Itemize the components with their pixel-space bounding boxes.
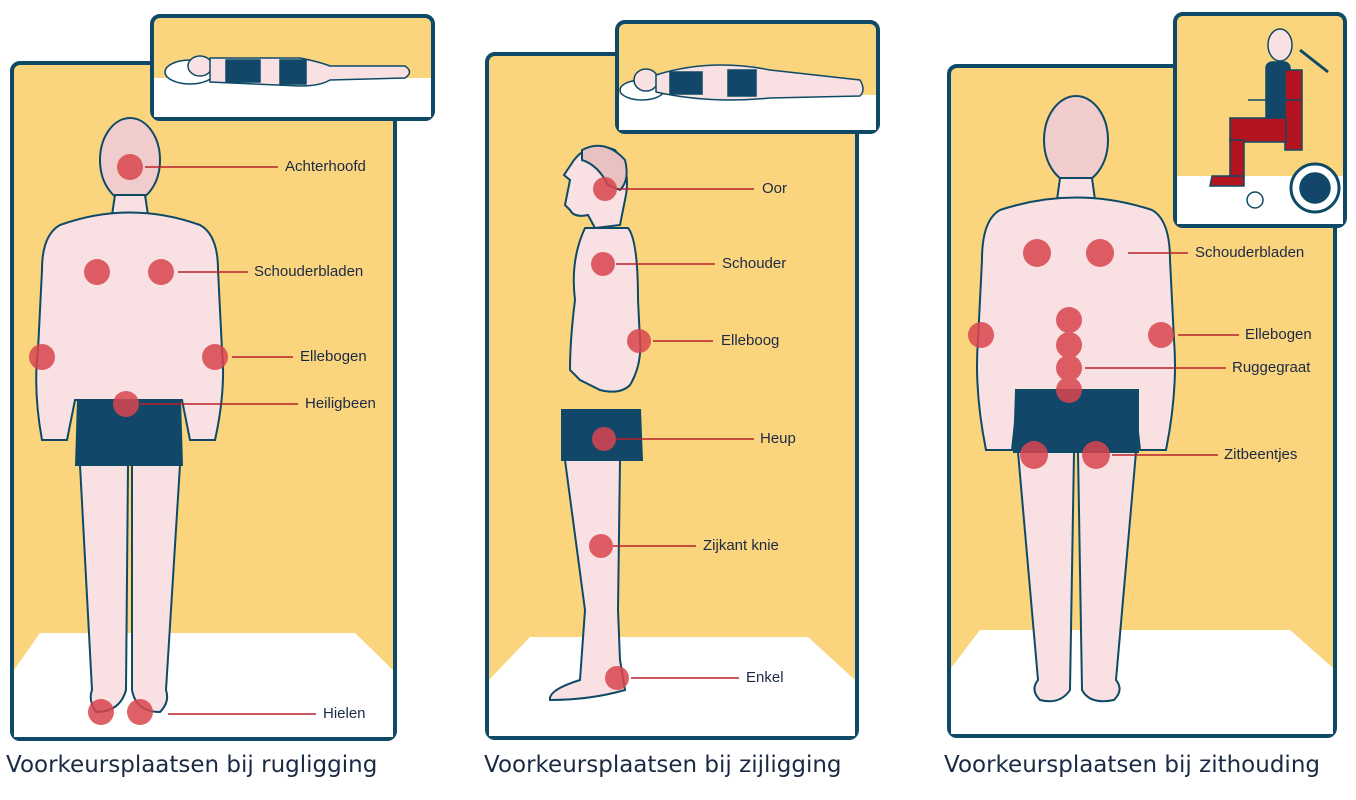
pressure-dot-schouder bbox=[591, 252, 615, 276]
caption-supine: Voorkeursplaatsen bij rugligging bbox=[6, 752, 377, 778]
label-schouder: Schouder bbox=[722, 255, 786, 273]
pressure-dot-elleboog bbox=[627, 329, 651, 353]
label-hielen: Hielen bbox=[323, 705, 366, 723]
pressure-dot-ruggegraat-1 bbox=[1056, 307, 1082, 333]
bed-surface bbox=[489, 637, 855, 736]
panel-seated: Schouderbladen Ellebogen Ruggegraat Zitb… bbox=[930, 0, 1356, 750]
pressure-dot-zijkant-knie bbox=[589, 534, 613, 558]
pressure-dot-zitbeen-left bbox=[1020, 441, 1048, 469]
pressure-dot-schouderblad-left bbox=[1023, 239, 1051, 267]
caption-seated: Voorkeursplaatsen bij zithouding bbox=[944, 752, 1320, 778]
supine-illustration bbox=[0, 0, 440, 750]
label-heiligbeen: Heiligbeen bbox=[305, 395, 376, 413]
label-elleboog: Elleboog bbox=[721, 332, 779, 350]
label-schouderbladen: Schouderbladen bbox=[1195, 244, 1304, 262]
side-illustration bbox=[470, 0, 890, 750]
pressure-dot-heiligbeen bbox=[113, 391, 139, 417]
frame-background bbox=[487, 54, 857, 738]
pressure-dot-elleboog-left bbox=[968, 322, 994, 348]
panel-supine: Achterhoofd Schouderbladen Ellebogen Hei… bbox=[0, 0, 440, 750]
label-schouderbladen: Schouderbladen bbox=[254, 263, 363, 281]
pressure-dot-enkel bbox=[605, 666, 629, 690]
caption-side: Voorkeursplaatsen bij zijligging bbox=[484, 752, 842, 778]
pressure-dot-ruggegraat-2 bbox=[1056, 332, 1082, 358]
pressure-dot-elleboog-right bbox=[202, 344, 228, 370]
pressure-dot-schouderblad-left bbox=[84, 259, 110, 285]
label-achterhoofd: Achterhoofd bbox=[285, 158, 366, 176]
pressure-dot-ruggegraat-4 bbox=[1056, 377, 1082, 403]
label-ellebogen: Ellebogen bbox=[300, 348, 367, 366]
pressure-dot-schouderblad-right bbox=[1086, 239, 1114, 267]
label-enkel: Enkel bbox=[746, 669, 784, 687]
pressure-dot-elleboog-right bbox=[1148, 322, 1174, 348]
bed-surface bbox=[951, 630, 1333, 734]
pressure-dot-elleboog-left bbox=[29, 344, 55, 370]
label-ellebogen: Ellebogen bbox=[1245, 326, 1312, 344]
pressure-dot-hiel-right bbox=[127, 699, 153, 725]
label-ruggegraat: Ruggegraat bbox=[1232, 359, 1310, 377]
label-oor: Oor bbox=[762, 180, 787, 198]
pressure-dot-hiel-left bbox=[88, 699, 114, 725]
label-zijkant-knie: Zijkant knie bbox=[703, 537, 779, 555]
pressure-dot-achterhoofd bbox=[117, 154, 143, 180]
label-heup: Heup bbox=[760, 430, 796, 448]
pressure-dot-schouderblad-right bbox=[148, 259, 174, 285]
panel-side: Oor Schouder Elleboog Heup Zijkant knie … bbox=[470, 0, 890, 750]
pressure-dot-zitbeen-right bbox=[1082, 441, 1110, 469]
pressure-dot-heup bbox=[592, 427, 616, 451]
label-zitbeentjes: Zitbeentjes bbox=[1224, 446, 1297, 464]
pressure-dot-oor bbox=[593, 177, 617, 201]
